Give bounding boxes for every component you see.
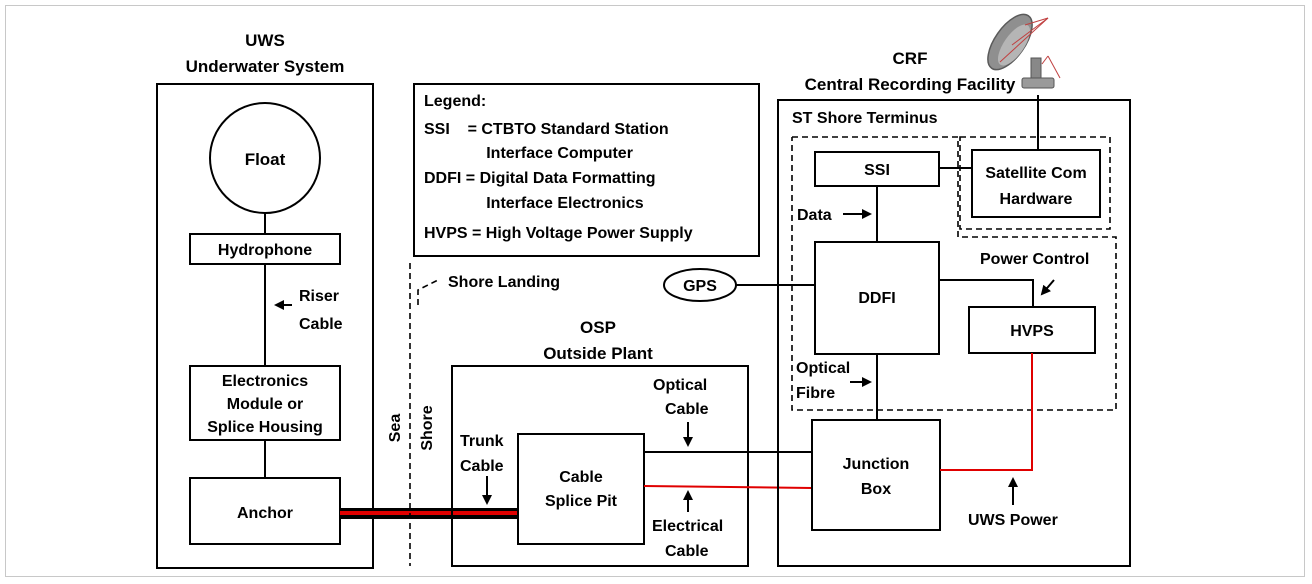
uws-power-label: UWS Power bbox=[968, 512, 1058, 529]
crf-container bbox=[777, 99, 1131, 567]
legend-line-5: HVPS = High Voltage Power Supply bbox=[424, 225, 693, 242]
electronics-label-1: Electronics bbox=[222, 373, 308, 390]
satellite-com-region bbox=[959, 136, 1111, 230]
optical-fibre-label-2: Fibre bbox=[796, 385, 835, 402]
gps-label: GPS bbox=[683, 278, 717, 295]
electronics-label-2: Module or bbox=[227, 396, 303, 413]
optical-cable-label-1: Optical bbox=[653, 377, 707, 394]
electrical-cable-label-2: Cable bbox=[665, 543, 709, 560]
uws-title: UWS bbox=[245, 31, 285, 50]
crf-title: CRF bbox=[893, 49, 928, 68]
riser-cable-label-1: Riser bbox=[299, 288, 339, 305]
hvps-label: HVPS bbox=[1010, 323, 1054, 340]
power-control-line bbox=[939, 279, 1034, 307]
junction-box-label-2: Box bbox=[861, 481, 891, 498]
st-shore-terminus-label: ST Shore Terminus bbox=[792, 110, 938, 127]
shore-label: Shore bbox=[419, 405, 436, 450]
satellite-com-label-2: Hardware bbox=[1000, 191, 1073, 208]
power-control-label: Power Control bbox=[980, 251, 1089, 268]
hydrophone-label: Hydrophone bbox=[218, 242, 312, 259]
legend-line-3: DDFI = Digital Data Formatting bbox=[424, 170, 656, 187]
float-label: Float bbox=[245, 150, 286, 169]
satellite-com-node bbox=[971, 149, 1101, 218]
satellite-dish-icon bbox=[987, 13, 1061, 89]
ddfi-node bbox=[814, 241, 940, 355]
legend-title: Legend: bbox=[424, 93, 486, 110]
power-control-arrow bbox=[1040, 279, 1055, 296]
shore-landing-pointer bbox=[417, 279, 439, 305]
trunk-cable-label-1: Trunk bbox=[460, 433, 504, 450]
legend-box bbox=[413, 83, 760, 257]
legend-line-1: SSI = CTBTO Standard Station bbox=[424, 121, 669, 138]
osp-container bbox=[451, 365, 749, 567]
sea-label: Sea bbox=[387, 414, 404, 443]
electronics-label-3: Splice Housing bbox=[207, 419, 323, 436]
optical-cable-label-2: Cable bbox=[665, 401, 709, 418]
riser-cable-label-2: Cable bbox=[299, 316, 343, 333]
ssi-label: SSI bbox=[864, 162, 890, 179]
uws-container bbox=[156, 83, 374, 569]
crf-subtitle: Central Recording Facility bbox=[805, 75, 1016, 94]
uws-power-line bbox=[940, 353, 1033, 471]
junction-box-label-1: Junction bbox=[843, 456, 910, 473]
optical-fibre-label-1: Optical bbox=[796, 360, 850, 377]
junction-box-node bbox=[811, 419, 941, 531]
splice-pit-label-2: Splice Pit bbox=[545, 493, 618, 510]
hydrophone-node bbox=[189, 233, 341, 265]
trunk-cable-label-2: Cable bbox=[460, 458, 504, 475]
electrical-cable-label-1: Electrical bbox=[652, 518, 723, 535]
legend-line-4: Interface Electronics bbox=[424, 195, 644, 212]
legend-line-2: Interface Computer bbox=[424, 145, 633, 162]
electrical-cable-line bbox=[643, 485, 813, 489]
osp-title: OSP bbox=[580, 318, 616, 337]
uws-subtitle: Underwater System bbox=[186, 57, 345, 76]
hvps-node bbox=[968, 306, 1096, 354]
splice-pit-node bbox=[517, 433, 645, 545]
trunk-cable-red bbox=[340, 511, 518, 515]
shore-landing-label: Shore Landing bbox=[448, 274, 560, 291]
electronics-module-node bbox=[189, 365, 341, 441]
st-shore-terminus-region bbox=[791, 136, 1117, 411]
splice-pit-label-1: Cable bbox=[559, 469, 603, 486]
ddfi-label: DDFI bbox=[858, 290, 895, 307]
anchor-label: Anchor bbox=[237, 505, 293, 522]
data-label: Data bbox=[797, 207, 832, 224]
diagram-frame bbox=[5, 5, 1305, 577]
osp-subtitle: Outside Plant bbox=[543, 344, 653, 363]
satellite-com-label-1: Satellite Com bbox=[985, 165, 1086, 182]
